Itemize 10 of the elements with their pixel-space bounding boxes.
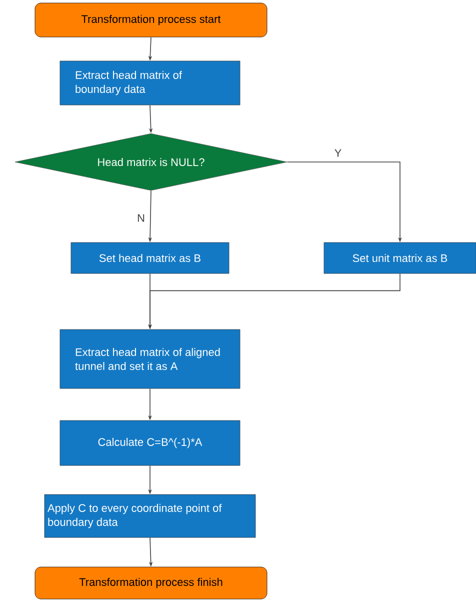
edge-label: Y [333, 148, 343, 158]
process-box: Set head matrix as B [70, 242, 230, 274]
process-box: Calculate C=B^(-1)*A [60, 420, 240, 466]
process-box: Extract head matrix of boundary data [60, 60, 240, 106]
terminal-box: Transformation process finish [34, 566, 268, 600]
process-box: Apply C to every coordinate point of boundary data [44, 494, 256, 538]
process-box: Extract head matrix of aligned tunnel and set it as A [60, 329, 240, 389]
terminal-box: Transformation process start [34, 2, 268, 38]
edge-label: N [136, 213, 146, 223]
process-box: Set unit matrix as B [324, 242, 476, 274]
